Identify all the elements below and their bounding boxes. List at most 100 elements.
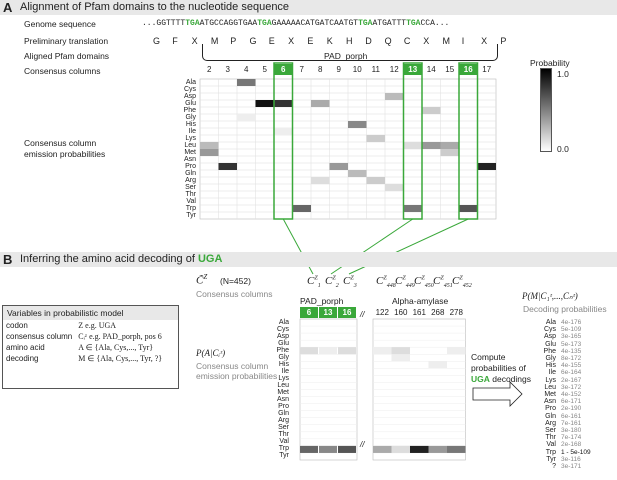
column-number: 11 (371, 65, 380, 74)
amino-acid-label: Ser (278, 424, 289, 432)
emission-formula: P(A|Cᵢᶻ) (196, 348, 226, 358)
stop-codon: TGA (406, 19, 421, 28)
amino-acid-label: Tyr (279, 452, 289, 460)
amino-acid-label: Met (277, 389, 289, 396)
pad-porph-label: PAD_porph (300, 296, 344, 306)
decoding-amino-acid: Gly (545, 355, 557, 362)
decoding-amino-acid: Phe (543, 347, 556, 355)
translation-label: Preliminary translation (24, 36, 109, 46)
decoding-amino-acid: Thr (545, 434, 557, 442)
decoding-amino-acid: Leu (544, 383, 556, 391)
decoding-amino-acid: Pro (545, 405, 556, 413)
decoding-amino-acid: Asp (543, 333, 556, 341)
consensus-column-symbol: CZ448 (376, 275, 396, 290)
amino-acid-label: Arg (185, 176, 196, 184)
translated-residue: X (423, 36, 430, 46)
amino-acid-label: His (278, 360, 289, 368)
panel-a-letter: A (3, 0, 13, 15)
variable-desc: M ∈ {Ala, Cys,..., Tyr, ?} (78, 354, 163, 363)
amino-acid-label: Asp (183, 92, 196, 100)
decoding-probability: 6e-161 (561, 412, 582, 420)
heatmap-cell (440, 142, 459, 149)
colorbar-title: Probability (530, 58, 570, 68)
decoding-probability: 4e-176 (561, 319, 582, 326)
heatmap-cell (403, 142, 422, 149)
translated-residue: X (288, 36, 295, 46)
decoding-amino-acid: Ile (548, 369, 556, 377)
translated-residue: C (403, 36, 411, 46)
heatmap-cell (428, 445, 447, 453)
pad-column-number: 16 (338, 307, 356, 318)
decoding-formula: P(M|C₁ᶻ,...,Cₙᶻ) (522, 291, 578, 301)
heatmap-cell (373, 347, 392, 355)
decoding-probability: 2e-190 (561, 405, 582, 413)
column-number: 14 (426, 65, 436, 74)
amino-acid-label: Asn (276, 396, 289, 404)
heatmap-cell (391, 354, 410, 362)
consensus-columns-label: Consensus columns (196, 289, 273, 299)
translated-residue: H (346, 36, 353, 46)
column-number: 12 (389, 65, 399, 74)
heatmap-cell (373, 445, 392, 453)
panel-b-letter: B (3, 252, 13, 267)
decoding-amino-acid: Gln (545, 412, 556, 420)
pad-column-number: 13 (319, 307, 337, 318)
panel-a-header: A Alignment of Pfam domains to the nucle… (0, 0, 617, 15)
alpha-column-number: 161 (412, 308, 426, 317)
column-number: 9 (336, 65, 341, 74)
heatmap-cell (200, 149, 219, 156)
heatmap-cell (292, 205, 311, 212)
amino-acid-label: Gln (278, 410, 289, 418)
heatmap-cell (338, 347, 356, 355)
consensus-column-symbol: CZ449 (395, 275, 415, 290)
heatmap-cell (422, 107, 441, 114)
amino-acid-label: Trp (278, 445, 289, 453)
amino-acid-label: Asp (276, 332, 289, 340)
panel-b-title: Inferring the amino acid decoding of UGA (20, 253, 223, 265)
sequence-segment: ATGCCAGGTGAA (199, 19, 258, 28)
heatmap-cell (237, 114, 256, 121)
consensus-column-symbol: CZ1 (307, 275, 321, 290)
amino-acid-label: His (185, 120, 196, 128)
variables-title: Variables in probabilistic model (3, 306, 178, 320)
column-number: 2 (207, 65, 212, 74)
decoding-probability: 2e-168 (561, 441, 582, 449)
decoding-amino-acid: Arg (545, 419, 556, 427)
variable-desc: Cᵢᶻ e.g. PAD_porph, pos 6 (78, 332, 162, 341)
variable-name: consensus column (6, 332, 73, 341)
emission-label: Consensus column emission probabilities (24, 138, 106, 159)
decoding-amino-acid: Tyr (546, 455, 556, 463)
decoding-probability: 6e-171 (561, 398, 582, 406)
decoding-label: Decoding probabilities (523, 304, 607, 314)
decoding-amino-acid: Glu (545, 340, 556, 348)
amino-acid-label: Trp (185, 204, 196, 212)
heatmap-cell (274, 128, 293, 135)
heatmap-cell (319, 445, 337, 453)
decoding-probability: 1 - 5e-109 (561, 448, 591, 456)
heatmap-cell (200, 142, 219, 149)
heatmap-cell (477, 163, 496, 170)
translated-residue: G (153, 36, 161, 46)
alpha-column-number: 160 (394, 308, 408, 317)
column-number: 6 (274, 64, 293, 75)
decoding-probability: 5e-109 (561, 326, 582, 334)
heatmap-cell (447, 347, 466, 355)
amino-acid-label: Ala (185, 78, 196, 86)
amino-acid-label: Pro (278, 403, 289, 411)
amino-acid-label: Ile (281, 367, 289, 375)
translated-residue: E (268, 36, 275, 46)
heatmap-cell (391, 347, 410, 355)
amino-acid-label: Ala (278, 318, 289, 326)
decoding-amino-acid: His (545, 362, 556, 370)
decoding-probability: 4e-135 (561, 347, 582, 355)
heatmap-cell (366, 135, 385, 142)
aligned-label: Aligned Pfam domains (24, 51, 110, 61)
decoding-amino-acid: Ser (545, 427, 556, 434)
decoding-amino-acid: Ala (545, 319, 556, 326)
translated-residue: E (307, 36, 314, 46)
decoding-probability: 4e-152 (561, 391, 582, 398)
heatmap-cell (366, 177, 385, 184)
colorbar-min: 0.0 (557, 144, 569, 154)
amino-acid-label: Gly (278, 353, 290, 361)
